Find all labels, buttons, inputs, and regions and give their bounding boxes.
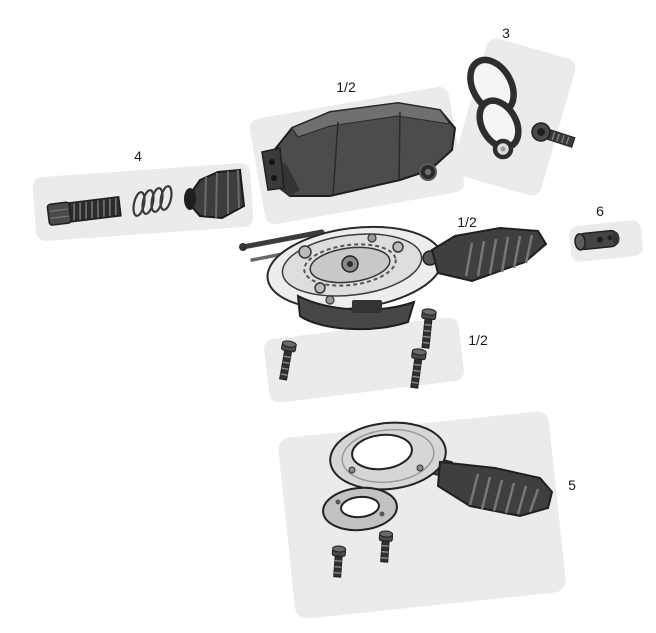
cone-nut-part <box>184 168 246 220</box>
label-group-4: 4 <box>134 148 142 164</box>
small-barrel-part <box>574 229 620 251</box>
shifter-cover-part <box>261 101 457 197</box>
mount-paddle-part <box>436 460 554 518</box>
label-group-6: 6 <box>596 203 604 219</box>
clamp-bolt-icon <box>531 122 576 148</box>
label-group-1-2-screws: 1/2 <box>468 332 488 348</box>
label-group-1-2-mechanism: 1/2 <box>457 214 477 230</box>
shifter-lever-part <box>422 226 548 283</box>
shifter-mechanism-part <box>239 225 444 331</box>
threaded-barrel-part <box>46 195 122 226</box>
clamp-part <box>467 56 522 160</box>
label-group-1-2-cover: 1/2 <box>336 79 356 95</box>
spring-part <box>132 185 173 217</box>
washer-part <box>322 486 398 532</box>
label-group-5: 5 <box>568 477 576 493</box>
label-group-3: 3 <box>502 25 510 41</box>
clamp-mount-part <box>329 421 453 491</box>
